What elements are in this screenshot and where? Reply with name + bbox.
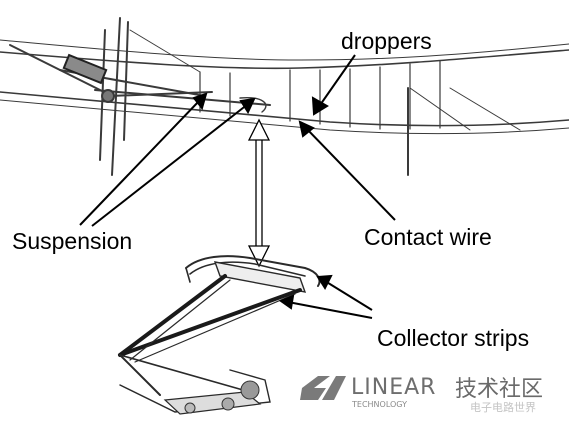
label-collector-strips: Collector strips	[377, 325, 530, 351]
suspension-arrow-1	[79, 92, 208, 226]
clearance-arrow	[247, 118, 271, 268]
label-contact-wire: Contact wire	[364, 224, 492, 250]
watermark-cn: 技术社区	[455, 377, 544, 402]
collector-arrow-1	[316, 274, 373, 311]
watermark-brand: LINEAR	[351, 375, 437, 400]
suspension-arrow-2	[91, 97, 256, 227]
contact-wire-arrow	[298, 120, 396, 221]
watermark-logo-icon	[300, 376, 346, 400]
label-leader-arrows	[79, 54, 396, 319]
dropper-wires	[199, 60, 441, 130]
label-droppers: droppers	[341, 28, 432, 54]
watermark-subbrand: TECHNOLOGY	[352, 400, 407, 409]
pantograph-sketch	[118, 255, 321, 415]
droppers-arrow	[311, 54, 356, 116]
label-suspension: Suspension	[12, 228, 133, 254]
contact-wire-line	[0, 91, 569, 127]
suspension-assembly	[9, 44, 271, 113]
collector-arrow-2	[278, 294, 373, 319]
watermark-faint-text: 电子电路世界	[470, 401, 536, 414]
